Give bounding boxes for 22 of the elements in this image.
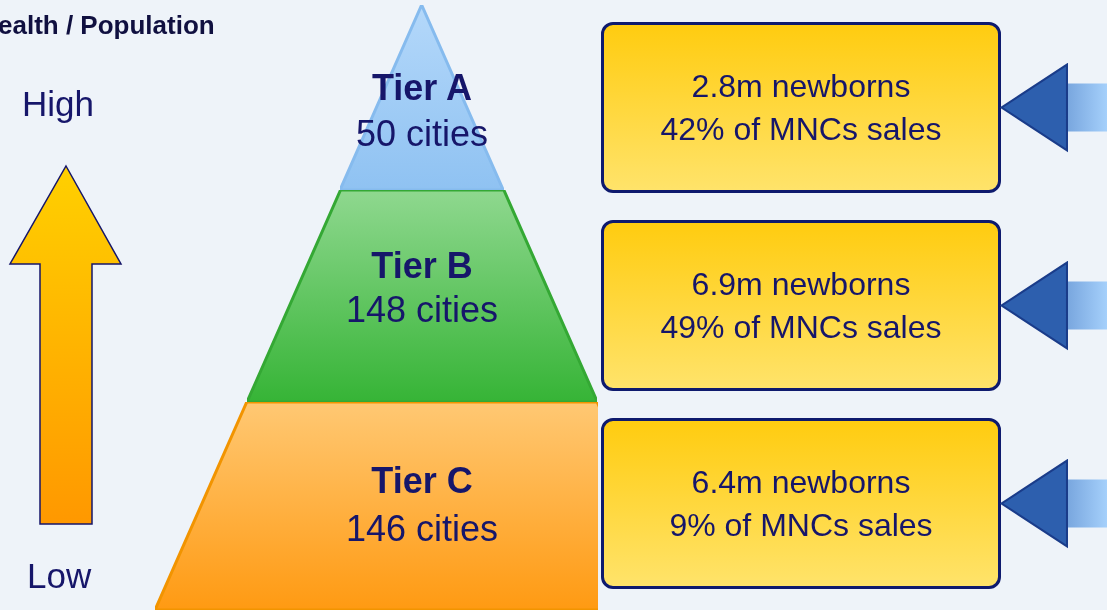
info-text: 6.4m newborns xyxy=(691,462,911,502)
tier-title: Tier A xyxy=(370,67,473,109)
block-arrow xyxy=(1000,63,1107,152)
block-arrow xyxy=(1000,459,1107,548)
info-text: 49% of MNCs sales xyxy=(660,307,942,347)
tier-count: 148 cities xyxy=(344,289,500,331)
pyramid-tier xyxy=(340,5,504,190)
axis-label: Low xyxy=(27,556,92,596)
info-box xyxy=(601,418,1001,589)
info-text: 6.9m newborns xyxy=(691,264,911,304)
pyramid-tier xyxy=(155,402,598,610)
tier-count: 146 cities xyxy=(344,508,500,550)
info-text: 9% of MNCs sales xyxy=(669,505,933,545)
tier-title: Tier C xyxy=(370,460,474,502)
info-text: 42% of MNCs sales xyxy=(660,109,942,149)
tier-count: 50 cities xyxy=(354,113,490,155)
info-box xyxy=(601,22,1001,193)
info-box xyxy=(601,220,1001,391)
axis-label: High xyxy=(22,84,94,124)
info-text: 2.8m newborns xyxy=(691,66,911,106)
block-arrow xyxy=(1000,261,1107,350)
tier-title: Tier B xyxy=(370,245,474,287)
